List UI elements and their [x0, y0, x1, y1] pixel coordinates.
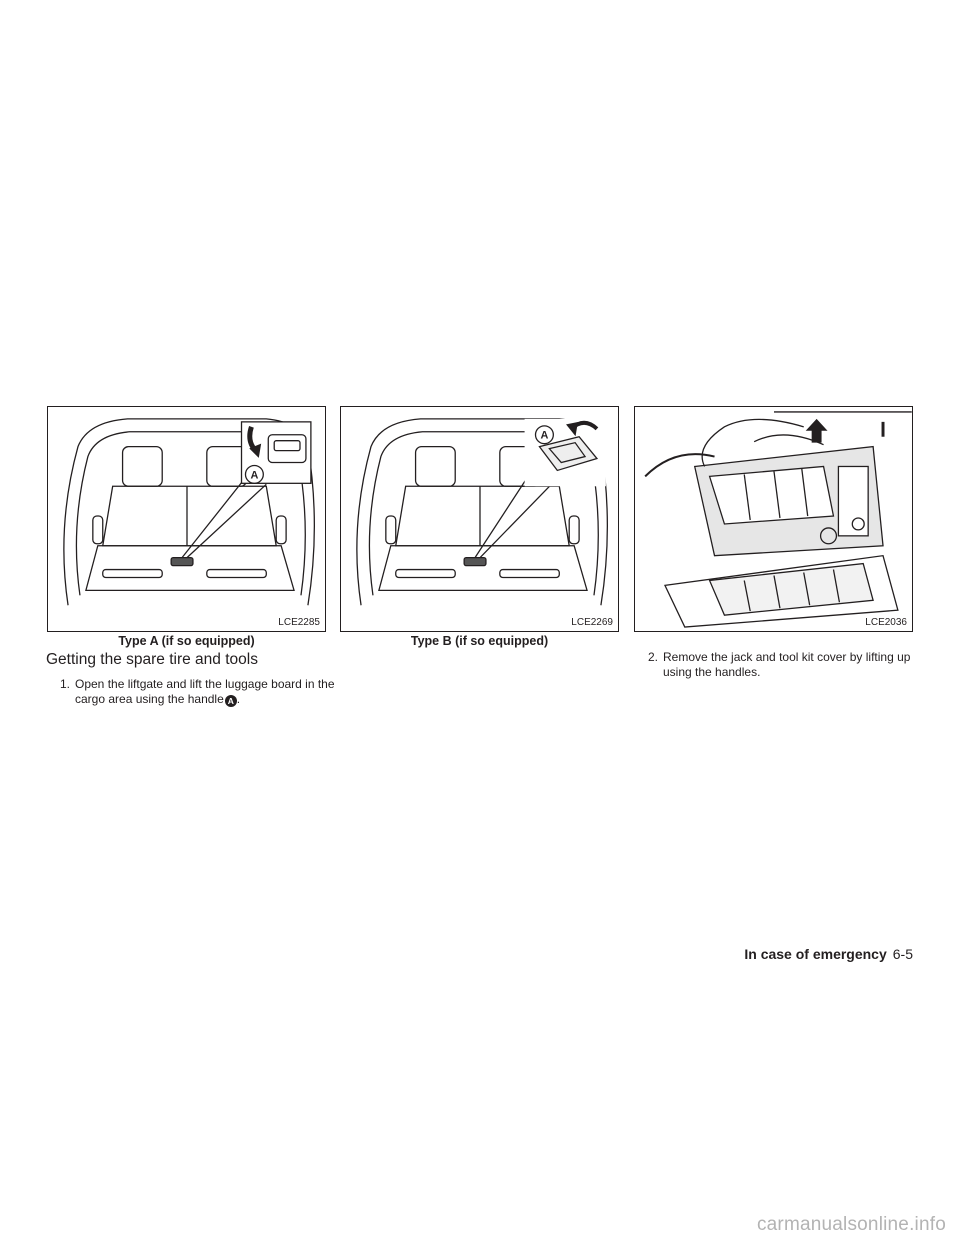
step-text: Remove the jack and tool kit cover by li…: [663, 650, 911, 679]
figure-tool-kit: LCE2036: [634, 406, 913, 632]
step-1: 1. Open the liftgate and lift the luggag…: [60, 677, 335, 707]
figure-code: LCE2036: [864, 617, 908, 629]
tool-kit-cover-illustration: [644, 411, 912, 628]
callout-label-a: A: [250, 469, 258, 481]
step-number: 2.: [648, 650, 659, 664]
footer-section-title: In case of emergency: [744, 946, 887, 962]
figure-type-a: A LCE2285: [47, 406, 326, 632]
cargo-area-illustration-a: A: [63, 418, 315, 606]
figure-caption: Type B (if so equipped): [410, 634, 549, 648]
figure-caption: Type A (if so equipped): [118, 634, 255, 648]
page-footer: In case of emergency 6-5: [744, 945, 913, 963]
callout-a-icon: A: [224, 695, 237, 707]
cargo-area-illustration-b: A: [356, 418, 608, 606]
figure-code: LCE2285: [277, 617, 321, 629]
step-number: 1.: [60, 677, 71, 691]
step-text: Open the liftgate and lift the luggage b…: [75, 677, 335, 706]
page-number: 6-5: [892, 946, 913, 962]
section-heading: Getting the spare tire and tools: [46, 651, 258, 668]
figure-type-b: A LCE2269: [340, 406, 619, 632]
callout-label-a: A: [540, 430, 548, 442]
step-2: 2. Remove the jack and tool kit cover by…: [648, 650, 933, 680]
watermark[interactable]: carmanualsonline.info: [756, 1214, 946, 1235]
figure-code: LCE2269: [570, 617, 614, 629]
